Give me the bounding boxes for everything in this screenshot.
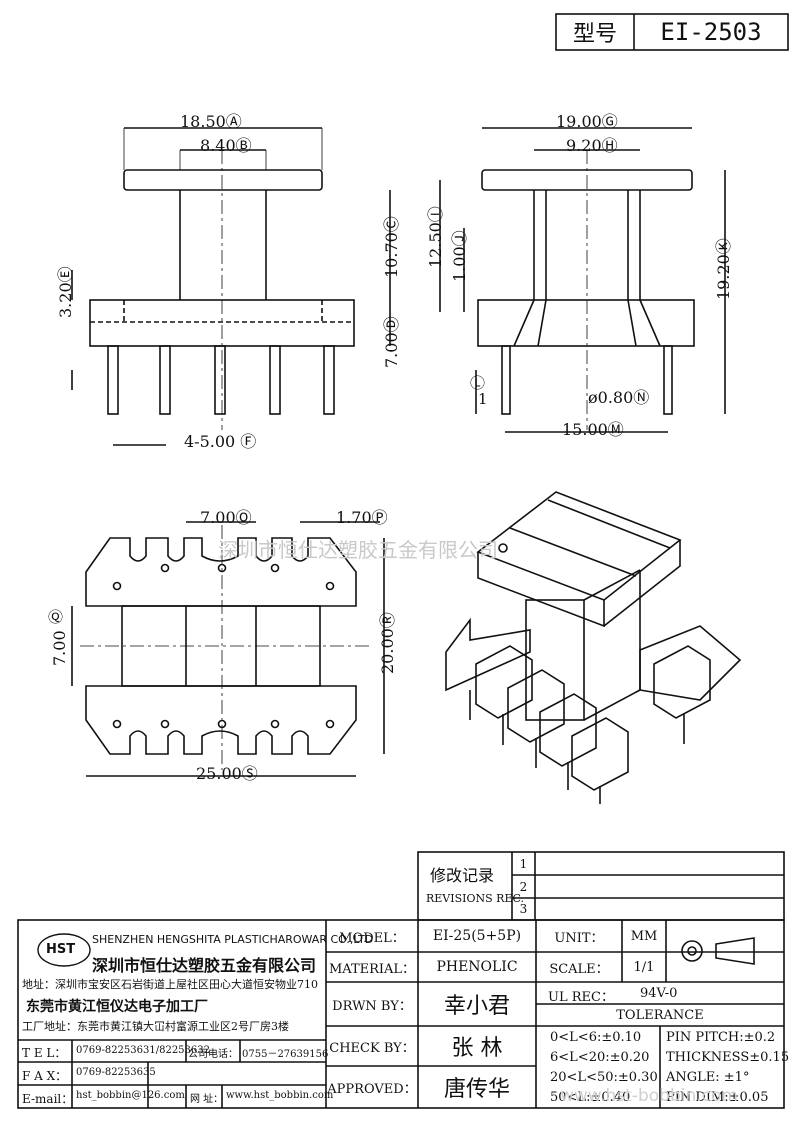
dim-g: 19.00Ⓖ [556, 112, 618, 131]
dim-one: 1 [478, 390, 488, 408]
unit-value: MM [630, 928, 658, 944]
dim-s: 25.00Ⓢ [196, 764, 258, 783]
thickness: THICKNESS±0.15 [666, 1050, 790, 1065]
tolerance-2: 6<L<20:±0.20 [550, 1050, 650, 1065]
factory-address: 工厂地址：东莞市黄江镇大冚村富源工业区2号厂房3楼 [22, 1020, 289, 1033]
fax-label: F A X： [22, 1069, 68, 1083]
tolerance-3: 20<L<50:±0.30 [550, 1070, 658, 1085]
header-model-value: EI-2503 [660, 18, 762, 46]
phone-value: 0755－27639156 [242, 1049, 329, 1060]
check-value: 张 林 [451, 1036, 503, 1061]
revision-row-3: 3 [519, 902, 528, 916]
pin-pitch: PIN PITCH:±0.2 [666, 1030, 776, 1045]
side-view [439, 127, 726, 433]
web-label: 网 址： [190, 1094, 224, 1105]
dim-o: 7.00Ⓞ [200, 508, 252, 527]
tolerance-1: 0<L<6:±0.10 [550, 1030, 642, 1045]
dim-q: Ⓠ [48, 608, 64, 626]
web-value: www.hst_bobbin.com [226, 1090, 334, 1101]
drawn-value: 幸小君 [443, 994, 510, 1019]
dim-e: 3.20Ⓔ [56, 266, 75, 318]
tolerance-label: TOLERANCE [616, 1007, 704, 1023]
dim-l: Ⓛ [470, 374, 486, 392]
email-value: hst_bobbin@126.com [76, 1090, 185, 1101]
scale-value: 1/1 [633, 959, 655, 975]
dim-c: 10.70Ⓒ [382, 216, 401, 278]
dim-r: 20.00Ⓡ [378, 612, 397, 674]
dim-j: 1.00Ⓙ [450, 230, 469, 282]
logo: HST [46, 942, 76, 957]
scale-label: SCALE： [549, 961, 609, 977]
company-name-cn: 深圳市恒仕达塑胶五金有限公司 [92, 956, 317, 975]
pin-dim: PIN DIM:±0.05 [666, 1090, 769, 1105]
revisions-title-en: REVISIONS REC. [426, 892, 524, 905]
dim-f: 4-5.00 Ⓕ [184, 432, 257, 451]
front-view [71, 127, 391, 446]
dim-i: 12.50Ⓘ [426, 206, 445, 268]
dim-n: ø0.80Ⓝ [588, 388, 650, 407]
tel-label: T E L： [22, 1046, 67, 1060]
header-model-label: 型号 [572, 22, 617, 47]
material-label: MATERIAL： [328, 961, 416, 977]
dim-a: 18.50Ⓐ [180, 112, 242, 131]
tolerance-4: 50<L:±0.40 [550, 1090, 631, 1105]
dim-k: 19.20Ⓚ [714, 238, 733, 300]
factory-name: 东莞市黄江恒仪达电子加工厂 [26, 999, 208, 1015]
dim-h: 9.20Ⓗ [566, 136, 618, 155]
angle: ANGLE: ±1° [666, 1070, 750, 1085]
dim-m: 15.00Ⓜ [562, 420, 624, 439]
unit-label: UNIT： [554, 930, 604, 946]
tel-value: 0769-82253631/82253632 [76, 1045, 210, 1056]
approved-value: 唐传华 [443, 1077, 510, 1102]
revision-row-1: 1 [519, 856, 528, 871]
company-address: 地址：深圳市宝安区石岩街道上屋社区田心大道恒安物业710 [22, 978, 318, 991]
fax-value: 0769-82253635 [76, 1067, 156, 1078]
email-label: E-mail： [22, 1092, 74, 1106]
ul-label: UL REC： [548, 990, 614, 1005]
dim-q-value: 7.00 [50, 630, 69, 666]
revision-row-2: 2 [519, 879, 528, 894]
model-label: MODEL： [339, 930, 405, 946]
drawn-label: DRWN BY： [332, 998, 412, 1014]
dim-b: 8.40Ⓑ [200, 136, 252, 155]
phone-label: 公司电话： [188, 1049, 238, 1060]
ul-value: 94V-0 [640, 986, 678, 1001]
dim-d: 7.00Ⓓ [382, 316, 401, 368]
watermark-bottom: www.hst-bobbin.com [560, 1086, 738, 1106]
material-value: PHENOLIC [436, 959, 518, 975]
isometric-view [445, 491, 742, 804]
company-name-en: SHENZHEN HENGSHITA PLASTICHAROWAR CO.,LT… [92, 933, 374, 946]
bottom-view [71, 521, 385, 777]
dim-p: 1.70Ⓟ [336, 508, 388, 527]
approved-label: APPROVED： [327, 1081, 417, 1097]
revisions-title-cn: 修改记录 [430, 866, 495, 885]
check-label: CHECK BY： [329, 1040, 415, 1056]
watermark: 深圳市恒仕达塑胶五金有限公司 [218, 538, 498, 562]
model-value: EI-25(5+5P) [432, 928, 522, 944]
